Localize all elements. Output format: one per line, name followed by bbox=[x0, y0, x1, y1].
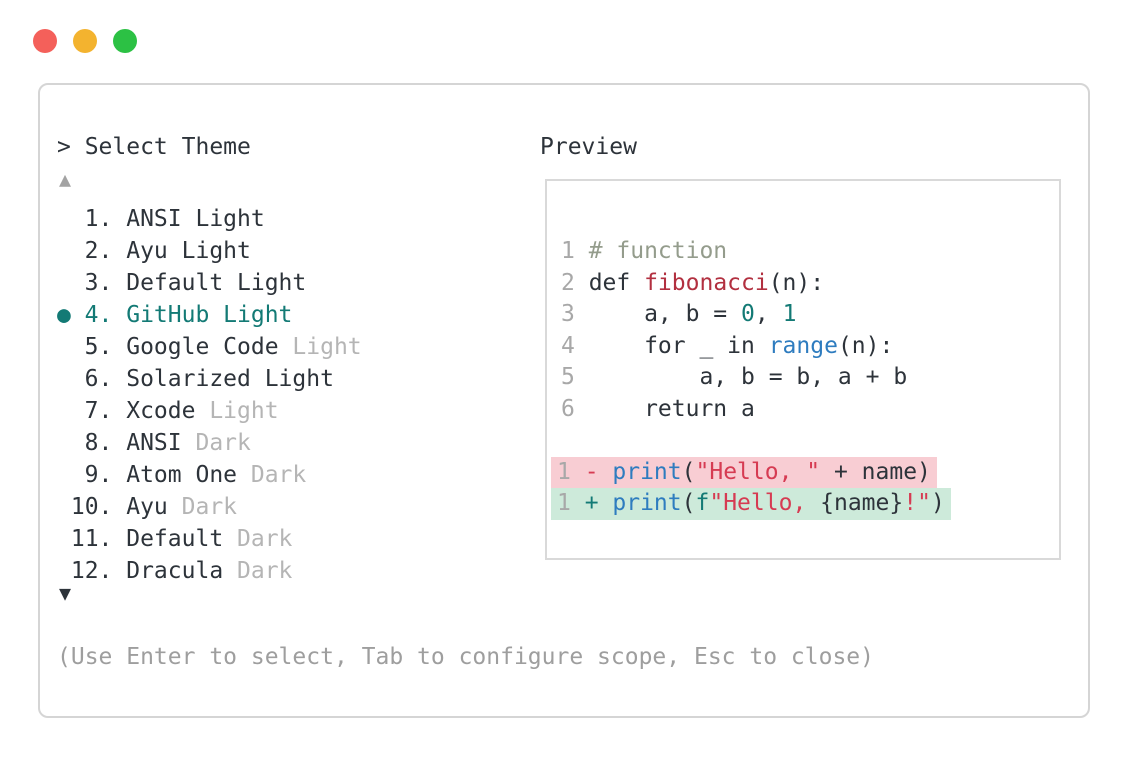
theme-variant: Dark bbox=[223, 558, 293, 584]
theme-number: 6 bbox=[84, 366, 99, 392]
diff-line-addition: 1+ print(f"Hello, {name}!") bbox=[551, 488, 1059, 520]
scroll-down-icon[interactable]: ▼ bbox=[59, 581, 72, 605]
theme-name: Solarized Light bbox=[126, 366, 334, 392]
bullet-placeholder bbox=[57, 235, 71, 267]
theme-item-8[interactable]: 8. ANSI Dark bbox=[57, 427, 362, 459]
window-controls bbox=[33, 29, 137, 53]
bullet-placeholder bbox=[57, 203, 71, 235]
theme-item-9[interactable]: 9. Atom One Dark bbox=[57, 459, 362, 491]
select-theme-prompt: > Select Theme bbox=[57, 134, 251, 160]
theme-number: 10 bbox=[70, 494, 99, 520]
theme-item-5[interactable]: 5. Google Code Light bbox=[57, 331, 362, 363]
theme-number: 5 bbox=[84, 334, 99, 360]
minimize-button-icon[interactable] bbox=[73, 29, 97, 53]
theme-number: 12 bbox=[70, 558, 99, 584]
theme-variant: Dark bbox=[181, 430, 251, 456]
theme-number: 9 bbox=[84, 462, 99, 488]
keyboard-hint: (Use Enter to select, Tab to configure s… bbox=[57, 644, 874, 670]
line-number: 5 bbox=[561, 364, 575, 390]
theme-number: 8 bbox=[84, 430, 99, 456]
theme-item-2[interactable]: 2. Ayu Light bbox=[57, 235, 362, 267]
bullet-placeholder bbox=[57, 427, 71, 459]
theme-name: ANSI Light bbox=[126, 206, 265, 232]
theme-item-7[interactable]: 7. Xcode Light bbox=[57, 395, 362, 427]
theme-picker-window: > Select Theme Preview ▲ 1. ANSI Light 2… bbox=[38, 83, 1090, 718]
line-number: 1 bbox=[561, 238, 575, 264]
bullet-placeholder bbox=[57, 267, 71, 299]
theme-item-1[interactable]: 1. ANSI Light bbox=[57, 203, 362, 235]
theme-name: Ayu bbox=[126, 494, 168, 520]
code-line: 3 a, b = 0, 1 bbox=[561, 299, 1059, 331]
line-number: 2 bbox=[561, 269, 575, 296]
line-number: 3 bbox=[561, 301, 575, 327]
theme-name: Default bbox=[126, 526, 224, 552]
line-number: 1 bbox=[557, 458, 571, 485]
theme-variant: Dark bbox=[223, 526, 293, 552]
theme-variant: Dark bbox=[237, 462, 307, 488]
theme-number: 11 bbox=[70, 526, 99, 552]
theme-item-11[interactable]: 11. Default Dark bbox=[57, 523, 362, 555]
theme-variant: Light bbox=[278, 334, 362, 360]
theme-name: Xcode bbox=[126, 398, 196, 424]
theme-number: 1 bbox=[84, 206, 99, 232]
line-number: 4 bbox=[561, 332, 575, 359]
theme-name: Google Code bbox=[126, 334, 279, 360]
theme-number: 2 bbox=[84, 238, 99, 264]
diff-line-deletion: 1- print("Hello, " + name) bbox=[551, 456, 1059, 488]
code-line: 5 a, b = b, a + b bbox=[561, 362, 1059, 394]
code-line: 1# function bbox=[561, 236, 1059, 268]
theme-variant: Light bbox=[195, 398, 279, 424]
code-line bbox=[561, 425, 1059, 457]
selected-bullet-icon: ● bbox=[57, 302, 71, 328]
theme-item-12[interactable]: 12. Dracula Dark bbox=[57, 555, 362, 587]
close-button-icon[interactable] bbox=[33, 29, 57, 53]
line-number: 6 bbox=[561, 395, 575, 422]
bullet-placeholder bbox=[57, 363, 71, 395]
scroll-up-icon[interactable]: ▲ bbox=[59, 167, 72, 191]
theme-item-6[interactable]: 6. Solarized Light bbox=[57, 363, 362, 395]
zoom-button-icon[interactable] bbox=[113, 29, 137, 53]
theme-variant: Dark bbox=[167, 494, 238, 520]
theme-name: ANSI bbox=[126, 430, 182, 456]
theme-list: 1. ANSI Light 2. Ayu Light 3. Default Li… bbox=[57, 203, 362, 587]
code-line: 6 return a bbox=[561, 394, 1059, 426]
theme-name: GitHub Light bbox=[126, 302, 293, 328]
theme-name: Atom One bbox=[126, 462, 238, 488]
theme-number: 3 bbox=[84, 270, 99, 296]
code-line: 4 for _ in range(n): bbox=[561, 331, 1059, 363]
bullet-placeholder bbox=[57, 395, 71, 427]
bullet-placeholder bbox=[57, 491, 71, 523]
theme-item-10[interactable]: 10. Ayu Dark bbox=[57, 491, 362, 523]
bullet-placeholder bbox=[57, 523, 71, 555]
theme-number: 4 bbox=[84, 302, 99, 328]
theme-name: Dracula bbox=[126, 558, 224, 584]
theme-number: 7 bbox=[84, 398, 99, 424]
line-number: 1 bbox=[557, 490, 571, 516]
theme-name: Ayu Light bbox=[126, 238, 251, 264]
theme-item-3[interactable]: 3. Default Light bbox=[57, 267, 362, 299]
bullet-placeholder bbox=[57, 331, 71, 363]
preview-label: Preview bbox=[540, 134, 637, 160]
theme-name: Default Light bbox=[126, 270, 307, 296]
theme-item-4[interactable]: ●4. GitHub Light bbox=[57, 299, 362, 331]
bullet-placeholder bbox=[57, 459, 71, 491]
